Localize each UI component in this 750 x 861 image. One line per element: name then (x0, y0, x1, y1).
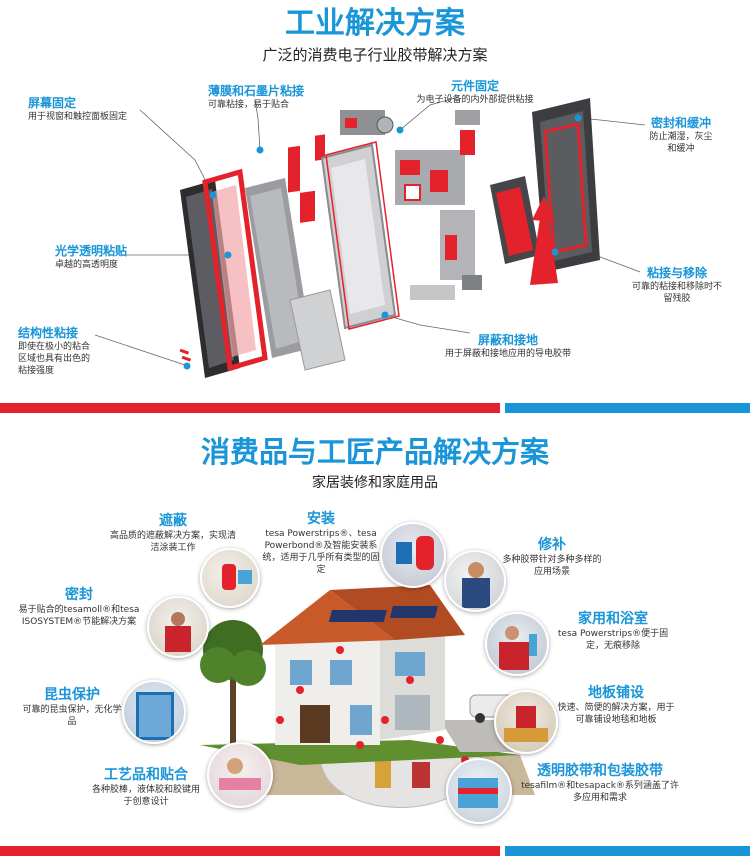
consumer-label-insect: 昆虫保护 可靠的昆虫保护，无化学品 (22, 686, 122, 728)
consumer-subtitle: 家居装修和家庭用品 (312, 475, 438, 491)
label-title: 光学透明粘贴 (55, 244, 128, 258)
label-title: 密封和缓冲 (650, 116, 711, 130)
label-desc: 即使在极小的粘合区域也具有出色的粘接强度 (18, 342, 91, 376)
label-desc: 用于视窗和触控面板固定 (28, 112, 128, 122)
label-screen-fixing: 屏幕固定 用于视窗和触控面板固定 (28, 96, 178, 123)
photo-sealing (147, 596, 209, 658)
divider-blue-band (505, 403, 750, 413)
label-sealing-cushioning: 密封和缓冲 防止潮湿，灰尘和缓冲 (646, 116, 716, 155)
photo-crafts (207, 742, 273, 808)
label-title: 昆虫保护 (44, 687, 100, 703)
label-title: 屏蔽和接地 (477, 333, 538, 347)
consumer-label-mounting: 安装 tesa Powerstrips®、tesa Powerbond®及智能安… (262, 510, 380, 576)
label-title: 透明胶带和包装胶带 (537, 763, 663, 779)
label-title: 家用和浴室 (578, 611, 648, 627)
label-title: 密封 (65, 587, 93, 603)
label-film-graphite: 薄膜和石墨片粘接 可靠粘接，易于贴合 (208, 84, 348, 111)
exploded-phone-illustration (94, 97, 646, 378)
photo-masking (200, 548, 260, 608)
bottom-red-band (0, 846, 500, 856)
label-desc: 防止潮湿，灰尘和缓冲 (649, 132, 713, 154)
photo-insect-protection (122, 680, 186, 744)
label-title: 遮蔽 (159, 513, 187, 529)
divider-red-band (0, 403, 500, 413)
photo-repair (444, 550, 506, 612)
label-desc: 各种胶棒，液体胶和胶键用于创意设计 (92, 785, 201, 807)
label-bond-remove: 粘接与移除 可靠的粘接和移除时不留残胶 (632, 266, 722, 305)
label-optical-clear: 光学透明粘贴 卓越的高透明度 (55, 244, 155, 271)
label-title: 修补 (538, 537, 566, 553)
consumer-label-flooring: 地板铺设 快速、简便的解决方案，用于可靠铺设地毯和地板 (556, 684, 676, 726)
label-title: 地板铺设 (588, 685, 644, 701)
consumer-label-transparent-tape: 透明胶带和包装胶带 tesafilm®和tesapack®系列涵盖了许多应用和需… (520, 762, 680, 804)
label-desc: 用于屏蔽和接地应用的导电胶带 (444, 349, 571, 359)
label-desc: 多种胶带针对多种多样的应用场景 (502, 555, 602, 577)
label-title: 屏幕固定 (28, 96, 77, 110)
consumer-label-repair: 修补 多种胶带针对多种多样的应用场景 (502, 536, 602, 578)
label-desc: 快速、简便的解决方案，用于可靠铺设地毯和地板 (557, 703, 675, 725)
label-title: 薄膜和石墨片粘接 (208, 84, 305, 98)
consumer-label-home-bath: 家用和浴室 tesa Powerstrips®便于固定，无痕移除 (553, 610, 673, 652)
label-title: 工艺品和贴合 (104, 767, 188, 783)
label-desc: 可靠的昆虫保护，无化学品 (22, 705, 122, 727)
photo-mounting (380, 522, 446, 588)
industrial-title: 工业解决方案 (285, 6, 465, 41)
consumer-label-crafts: 工艺品和贴合 各种胶棒，液体胶和胶键用于创意设计 (92, 766, 200, 808)
label-title: 安装 (307, 511, 335, 527)
label-desc: 高品质的遮蔽解决方案，实现清洁涂装工作 (109, 531, 236, 553)
industrial-subtitle: 广泛的消费电子行业胶带解决方案 (262, 46, 488, 64)
label-desc: tesa Powerstrips®便于固定，无痕移除 (557, 629, 669, 651)
label-desc: 卓越的高透明度 (55, 260, 119, 270)
photo-flooring (494, 690, 558, 754)
label-title: 元件固定 (450, 79, 499, 93)
consumer-label-masking: 遮蔽 高品质的遮蔽解决方案，实现清洁涂装工作 (108, 512, 238, 554)
label-desc: 为电子设备的内外部提供粘接 (416, 95, 534, 105)
photo-home-bath (485, 612, 549, 676)
label-desc: 可靠粘接，易于贴合 (208, 100, 290, 110)
label-desc: 可靠的粘接和移除时不留残胶 (632, 282, 723, 304)
label-component-fixing: 元件固定 为电子设备的内外部提供粘接 (400, 79, 550, 106)
consumer-label-sealing: 密封 易于贴合的tesamoll®和tesa ISOSYSTEM®节能解决方案 (18, 586, 140, 628)
bottom-blue-band (505, 846, 750, 856)
label-shielding-grounding: 屏蔽和接地 用于屏蔽和接地应用的导电胶带 (428, 333, 588, 360)
label-desc: tesa Powerstrips®、tesa Powerbond®及智能安装系统… (262, 529, 380, 575)
label-structural-bonding: 结构性粘接 即使在极小的粘合区域也具有出色的粘接强度 (18, 326, 93, 377)
label-desc: tesafilm®和tesapack®系列涵盖了许多应用和需求 (521, 781, 679, 803)
label-title: 粘接与移除 (646, 266, 707, 280)
photo-transparent-tape (446, 758, 512, 824)
label-desc: 易于贴合的tesamoll®和tesa ISOSYSTEM®节能解决方案 (18, 605, 140, 627)
label-title: 结构性粘接 (18, 326, 79, 340)
consumer-title: 消费品与工匠产品解决方案 (200, 435, 549, 469)
